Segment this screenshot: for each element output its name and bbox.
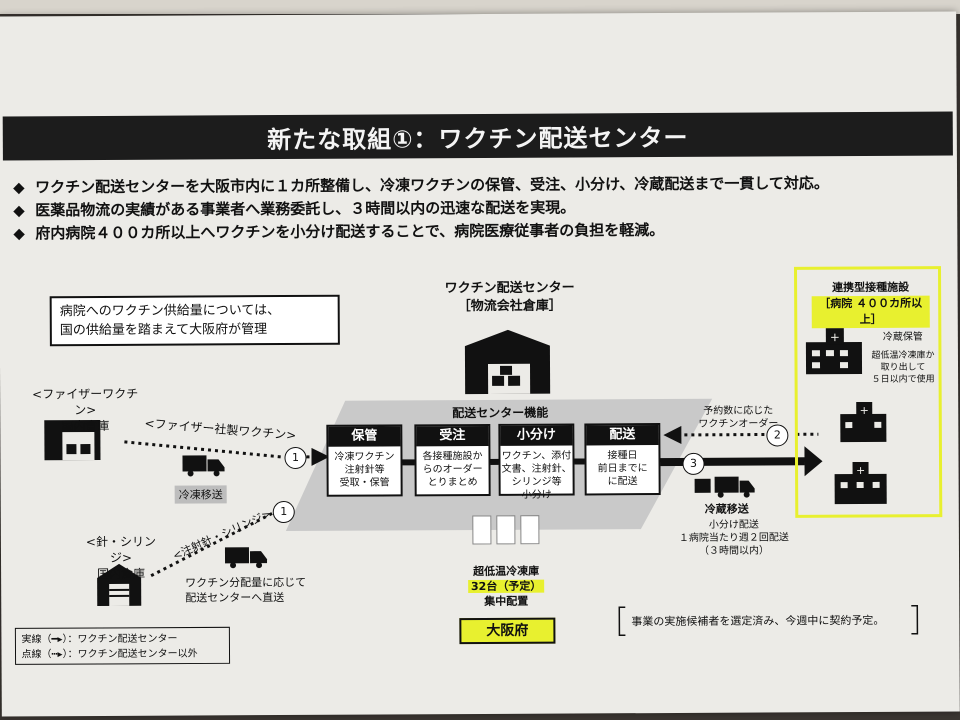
hospital-icon: + bbox=[840, 401, 887, 443]
step-delivery: 配送 接種日 前日までに に配送 bbox=[584, 423, 661, 496]
frozen-transport-label: 冷凍移送 bbox=[174, 485, 227, 504]
order-route-arrow bbox=[663, 425, 765, 444]
truck-icon bbox=[224, 547, 268, 569]
truck-icon bbox=[182, 455, 225, 477]
step-number-circle: 1 bbox=[272, 500, 295, 524]
contract-note: 事業の実施候補者を選定済み、今週中に契約予定。 bbox=[631, 613, 885, 629]
step-order-intake: 受注 各接種施設か らのオーダー とりまとめ bbox=[414, 423, 491, 497]
needle-note: ワクチン分配量に応じて 配送センターへ直送 bbox=[185, 575, 307, 605]
order-label: 予約数に応じた ワクチンオーダー bbox=[698, 405, 779, 430]
flow-diagram: + + + bbox=[14, 266, 943, 665]
warehouse-icon bbox=[464, 329, 551, 395]
legend-frame bbox=[14, 626, 231, 665]
legend-solid-line: 実線（━▸）：ワクチン配送センター bbox=[21, 633, 178, 646]
document-page: 新たな取組①：ワクチン配送センター ◆ワクチン配送センターを大阪市内に１カ所整備… bbox=[0, 11, 960, 717]
step-subdivide: 小分け ワクチン、添付 文書、注射針、 シリンジ等 小分け bbox=[498, 423, 575, 501]
storage-note: 冷蔵保管 超低温冷凍庫か 取り出して ５日以内で使用 bbox=[871, 331, 935, 385]
pfizer-warehouse-icon bbox=[44, 419, 101, 461]
hospital-icon: + bbox=[805, 328, 863, 375]
svg-text:+: + bbox=[856, 464, 865, 477]
delivery-note: 小分け配送 １病院当たり週２回配送 （３時間以内） bbox=[678, 519, 789, 557]
legend-dotted-line: 点線（┅▸）：ワクチン配送センター以外 bbox=[21, 648, 198, 661]
step-number-circle: 3 bbox=[682, 452, 705, 475]
freezer-icon bbox=[472, 515, 540, 545]
svg-text:+: + bbox=[830, 330, 840, 344]
legend: 実線（━▸）：ワクチン配送センター 点線（┅▸）：ワクチン配送センター以外 bbox=[21, 631, 197, 662]
needle-warehouse-label: <針・シリンジ> 国内倉庫 bbox=[85, 534, 156, 582]
cold-transport-label: 冷蔵移送 bbox=[704, 502, 749, 516]
osaka-prefecture-badge: 大阪府 bbox=[459, 617, 556, 645]
step-number-circle: 1 bbox=[284, 446, 307, 470]
needle-route-arrow bbox=[150, 511, 274, 578]
function-label: 配送センター機能 bbox=[452, 405, 549, 421]
contract-note-bracket bbox=[618, 604, 919, 637]
delivery-arrow bbox=[656, 457, 805, 467]
svg-text:+: + bbox=[860, 404, 869, 417]
hospital-icon: + bbox=[834, 461, 887, 505]
step-storage: 保管 冷凍ワクチン 注射針等 受取・保管 bbox=[326, 424, 403, 497]
pfizer-warehouse-label: <ファイザーワクチン> 国内倉庫 bbox=[32, 386, 139, 434]
needle-warehouse-icon bbox=[97, 563, 142, 607]
refrigerated-truck-icon bbox=[694, 476, 755, 498]
pfizer-route-arrow bbox=[124, 440, 283, 459]
facility-frame bbox=[793, 266, 943, 518]
freezer-label: 超低温冷凍庫 32台（予定） 集中配置 bbox=[449, 564, 563, 610]
facility-header: 連携型接種施設 ［病院 ４００カ所以上］ bbox=[811, 280, 930, 329]
paper-top-edge bbox=[0, 0, 960, 14]
